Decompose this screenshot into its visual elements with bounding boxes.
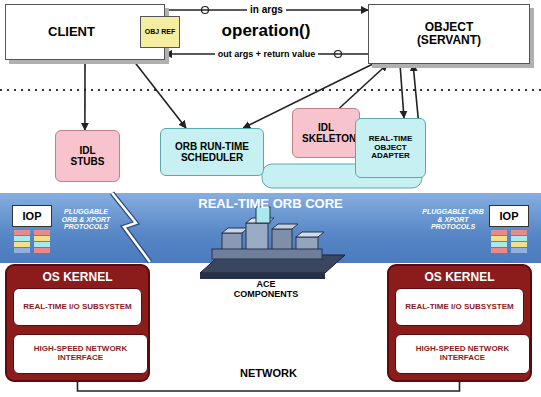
node-text: IOP [500, 210, 519, 222]
node-text: HIGH-SPEED NETWORK INTERFACE [400, 345, 525, 363]
connector [400, 64, 404, 118]
client-box: CLIENTOBJ REF [5, 4, 165, 60]
node-text: REAL-TIME ORB CORE [198, 197, 342, 211]
node-text: REAL-TIME I/O SUBSYSTEM [23, 303, 131, 312]
network-interface-box: HIGH-SPEED NETWORK INTERFACE [13, 334, 148, 374]
network-interface-box: HIGH-SPEED NETWORK INTERFACE [395, 334, 530, 374]
os-kernel-box: OS KERNEL REAL-TIME I/O SUBSYSTEM HIGH-SPE… [5, 264, 150, 382]
connector [133, 60, 186, 128]
node-text: OS KERNEL [424, 271, 494, 284]
node-text: REAL-TIME OBJECT ADAPTER [362, 135, 420, 161]
lightning-bolt [112, 193, 150, 262]
node-text: IOP [23, 210, 42, 222]
edge-label: NETWORK [237, 367, 300, 380]
object-reference: OBJ REF [140, 16, 180, 48]
node-text: OBJECT (SERVANT) [404, 21, 494, 47]
iop-box: IOP [489, 205, 529, 227]
ace-blocks [200, 207, 345, 279]
connector [340, 64, 388, 108]
connector [413, 64, 418, 118]
node-text: IDL SKELETON [302, 122, 350, 144]
edge-label: in args [247, 4, 286, 16]
io-subsystem-box: REAL-TIME I/O SUBSYSTEM [13, 288, 142, 326]
node-text: REAL-TIME I/O SUBSYSTEM [405, 303, 513, 312]
protocol-label: PLUGGABLE ORB & XPORT PROTOCOLS [422, 208, 484, 231]
connector [78, 382, 460, 391]
node-text: IDL STUBS [64, 145, 112, 167]
io-subsystem-box: REAL-TIME I/O SUBSYSTEM [395, 288, 524, 326]
edge-label: out args + return value [215, 49, 318, 59]
connector [84, 60, 86, 130]
node-text: ORB RUN-TIME SCHEDULER [164, 141, 260, 163]
os-kernel-box: OS KERNEL REAL-TIME I/O SUBSYSTEM HIGH-SPE… [387, 264, 532, 382]
adapter-box: REAL-TIME OBJECT ADAPTER [355, 118, 426, 178]
operation-label: operation() [196, 22, 336, 41]
protocol-label: PLUGGABLE ORB & XPORT PROTOCOLS [56, 208, 116, 231]
node-text: OBJ REF [145, 28, 175, 36]
node-text: HIGH-SPEED NETWORK INTERFACE [18, 345, 143, 363]
stub-box: IDL STUBS [55, 130, 120, 182]
iop-box: IOP [12, 205, 52, 227]
node-text: OS KERNEL [42, 271, 112, 284]
component-label: ACE COMPONENTS [226, 280, 306, 300]
skeleton-box: IDL SKELETON [292, 108, 360, 158]
scheduler-box: ORB RUN-TIME SCHEDULER [160, 128, 264, 176]
servant-box: OBJECT (SERVANT) [368, 4, 530, 64]
boundary-line [0, 89, 541, 91]
node-text: CLIENT [48, 25, 95, 39]
